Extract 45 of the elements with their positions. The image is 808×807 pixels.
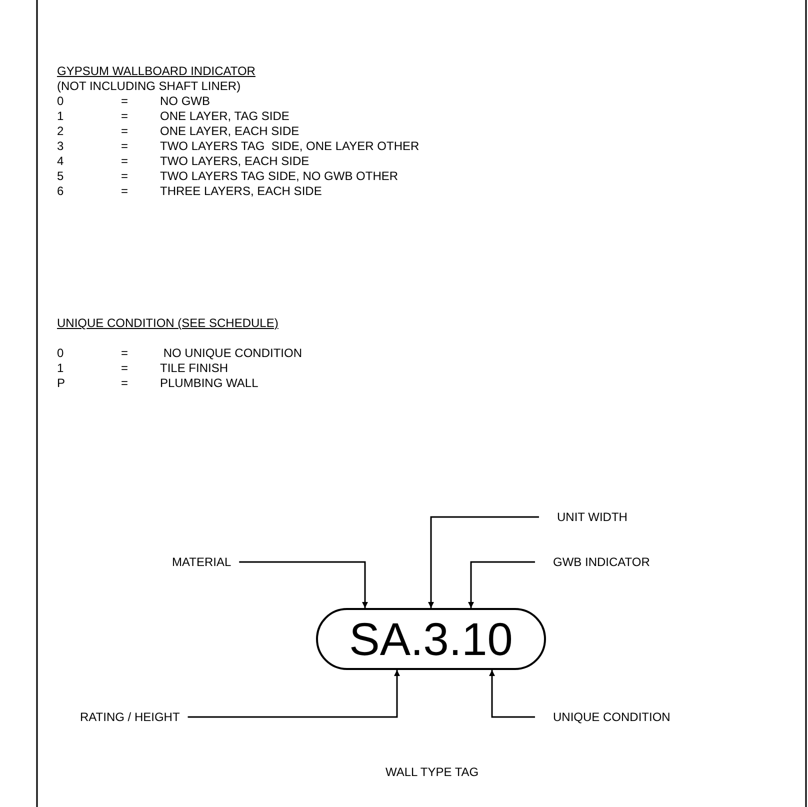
- callout-label: MATERIAL: [172, 555, 232, 569]
- code-value: 1: [57, 361, 64, 375]
- code-value: 1: [57, 109, 64, 123]
- callout-label: UNIQUE CONDITION: [553, 710, 670, 724]
- leader-arrow: [239, 561, 368, 608]
- code-value: 3: [57, 139, 64, 153]
- code-value: 0: [57, 346, 64, 360]
- description-text: THREE LAYERS, EACH SIDE: [160, 184, 322, 198]
- section-heading: GYPSUM WALLBOARD INDICATOR: [57, 64, 256, 78]
- caption-text: WALL TYPE TAG: [386, 765, 479, 779]
- equals-sign: =: [121, 169, 128, 183]
- equals-sign: =: [121, 124, 128, 138]
- code-value: 6: [57, 184, 64, 198]
- leader-arrow: [489, 670, 535, 718]
- callout-label: RATING / HEIGHT: [80, 710, 180, 724]
- description-text: NO UNIQUE CONDITION: [162, 346, 302, 360]
- description-text: TWO LAYERS TAG SIDE, NO GWB OTHER: [160, 169, 398, 183]
- description-text: ONE LAYER, EACH SIDE: [160, 124, 300, 138]
- description-text: PLUMBING WALL: [160, 376, 258, 390]
- leader-arrow: [188, 670, 400, 718]
- equals-sign: =: [121, 346, 128, 360]
- equals-sign: =: [121, 154, 128, 168]
- code-value: 4: [57, 154, 64, 168]
- description-text: NO GWB: [160, 94, 210, 108]
- tag-code: SA.3.10: [349, 614, 513, 664]
- leader-arrow: [428, 516, 539, 608]
- description-text: TWO LAYERS TAG SIDE, ONE LAYER OTHER: [160, 139, 420, 153]
- callout-label: UNIT WIDTH: [557, 510, 628, 524]
- code-value: 5: [57, 169, 64, 183]
- note-text: (NOT INCLUDING SHAFT LINER): [57, 79, 241, 93]
- code-value: 2: [57, 124, 64, 138]
- equals-sign: =: [121, 109, 128, 123]
- callout-label: GWB INDICATOR: [553, 555, 650, 569]
- description-text: TILE FINISH: [160, 361, 228, 375]
- equals-sign: =: [121, 376, 128, 390]
- code-value: P: [57, 376, 66, 390]
- section-heading: UNIQUE CONDITION (SEE SCHEDULE): [57, 316, 278, 330]
- code-value: 0: [57, 94, 64, 108]
- equals-sign: =: [121, 94, 128, 108]
- equals-sign: =: [121, 139, 128, 153]
- equals-sign: =: [121, 184, 128, 198]
- description-text: TWO LAYERS, EACH SIDE: [160, 154, 310, 168]
- equals-sign: =: [121, 361, 128, 375]
- leader-arrow: [468, 561, 535, 608]
- description-text: ONE LAYER, TAG SIDE: [160, 109, 290, 123]
